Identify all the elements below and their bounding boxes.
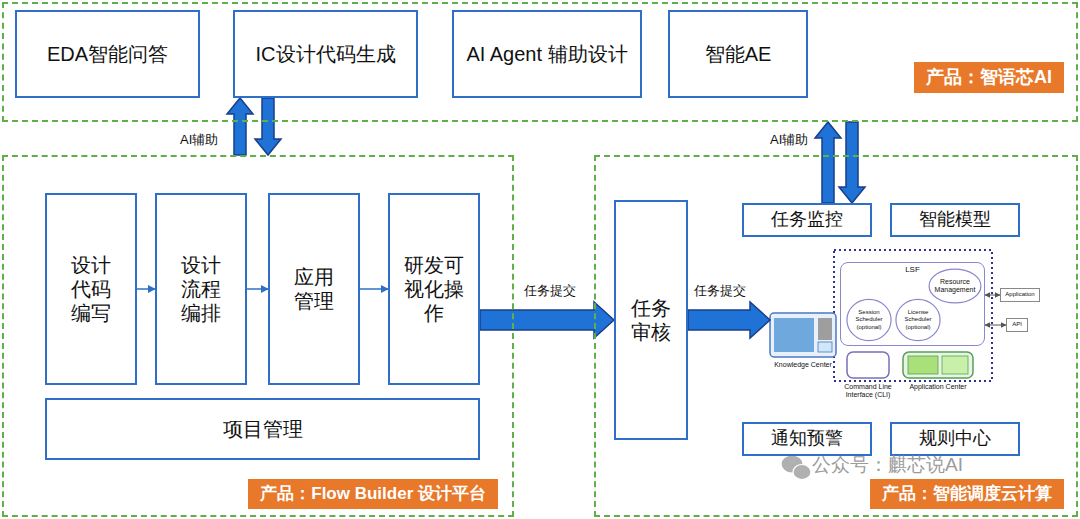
edge-label: AI辅助 — [768, 131, 810, 149]
node-label: 智能AE — [705, 42, 772, 66]
knowledge-screen — [774, 318, 814, 352]
edge-label: 任务提交 — [692, 282, 748, 300]
node-label: API — [1012, 321, 1022, 328]
node-label: Session Scheduler (optional) — [846, 309, 892, 331]
node-label: Application — [1005, 291, 1034, 298]
knowledge-panel — [818, 318, 832, 340]
scheduler-circle: Session Scheduler (optional) — [846, 298, 892, 342]
lsf-box: LSF Resource ManagementSession Scheduler … — [840, 262, 985, 346]
circle-shape — [929, 269, 981, 303]
process-box: 应用管理 — [268, 193, 360, 385]
appcenter-panel — [908, 356, 938, 374]
feature-box: AI Agent 辅助设计 — [452, 10, 642, 98]
feature-box: 智能模型 — [890, 203, 1020, 237]
process-box: 研发可视化操作 — [388, 193, 480, 385]
appcenter-panel — [942, 356, 968, 374]
block-arrow — [255, 98, 281, 155]
interface-box: API — [1006, 318, 1028, 332]
feature-box: IC设计代码生成 — [233, 10, 418, 98]
feature-box: 智能AE — [668, 10, 808, 98]
double-arrow — [985, 325, 1006, 326]
node-label: LSF — [905, 265, 920, 275]
product-banner: 产品：智能调度云计算 — [870, 479, 1064, 509]
feature-box: 通知预警 — [742, 422, 872, 456]
node-label: 项目管理 — [223, 417, 303, 441]
knowledge-panel — [818, 342, 832, 352]
lsf-frame — [834, 250, 992, 381]
node-label: 应用管理 — [293, 265, 335, 313]
product-region: 产品：Flow Builder 设计平台 设计代码编写 设计流程编排 应用管理 研发可视… — [2, 155, 514, 517]
flow-arrow — [137, 288, 155, 290]
process-box: 项目管理 — [45, 398, 480, 460]
feature-box: 任务监控 — [742, 203, 872, 237]
feature-box: EDA智能问答 — [15, 10, 200, 98]
flow-arrow — [360, 288, 388, 290]
interface-box: Application — [1000, 288, 1040, 302]
process-box: 任务审核 — [614, 200, 688, 440]
node-label: 任务监控 — [771, 209, 843, 231]
cli-icon — [847, 352, 889, 378]
product-region: 产品：智语芯AI EDA智能问答 IC设计代码生成 AI Agent 辅助设计 智能AE — [2, 2, 1078, 122]
edge-label: 任务提交 — [522, 282, 578, 300]
node-label: 规则中心 — [919, 428, 991, 450]
node-label: License Scheduler (optional) — [895, 309, 941, 331]
block-arrow — [815, 122, 841, 203]
block-arrow — [227, 98, 253, 155]
node-label: EDA智能问答 — [47, 42, 168, 66]
node-label: 智能模型 — [919, 209, 991, 231]
knowledge-center: Knowledge Center — [770, 313, 836, 375]
node-label: Knowledge Center — [774, 361, 832, 369]
feature-box: 规则中心 — [890, 422, 1020, 456]
double-arrow — [985, 295, 1000, 296]
wechat-icon — [781, 455, 811, 480]
node-label: Application Center — [909, 383, 966, 391]
node-label: IC设计代码生成 — [256, 42, 396, 66]
appcenter-icon — [903, 352, 973, 378]
scheduler-circle: License Scheduler (optional) — [895, 298, 941, 342]
knowledge-icon — [770, 313, 836, 357]
application-center: Application Center — [898, 352, 978, 400]
process-box: 设计代码编写 — [45, 193, 137, 385]
node-label: 通知预警 — [771, 428, 843, 450]
product-banner: 产品：Flow Builder 设计平台 — [248, 479, 498, 509]
node-label: 研发可视化操作 — [403, 253, 465, 325]
node-label: 设计代码编写 — [70, 253, 112, 325]
block-arrow — [688, 302, 770, 338]
process-box: 设计流程编排 — [155, 193, 247, 385]
node-label: Command Line Interface (CLI) — [838, 383, 898, 400]
node-label: AI Agent 辅助设计 — [466, 42, 627, 66]
resource-circle: Resource Management — [928, 268, 982, 304]
block-arrow — [839, 122, 865, 203]
node-label: 设计流程编排 — [180, 253, 222, 325]
edge-label: AI辅助 — [178, 131, 220, 149]
watermark: 公众号：麒芯说AI — [812, 452, 963, 478]
product-banner: 产品：智语芯AI — [914, 62, 1064, 93]
flow-arrow — [247, 288, 268, 290]
node-label: 任务审核 — [630, 296, 672, 344]
node-label: Resource Management — [928, 278, 982, 295]
circle-shape — [847, 299, 891, 340]
circle-shape — [896, 299, 940, 340]
cli-node: Command Line Interface (CLI) — [838, 352, 898, 408]
